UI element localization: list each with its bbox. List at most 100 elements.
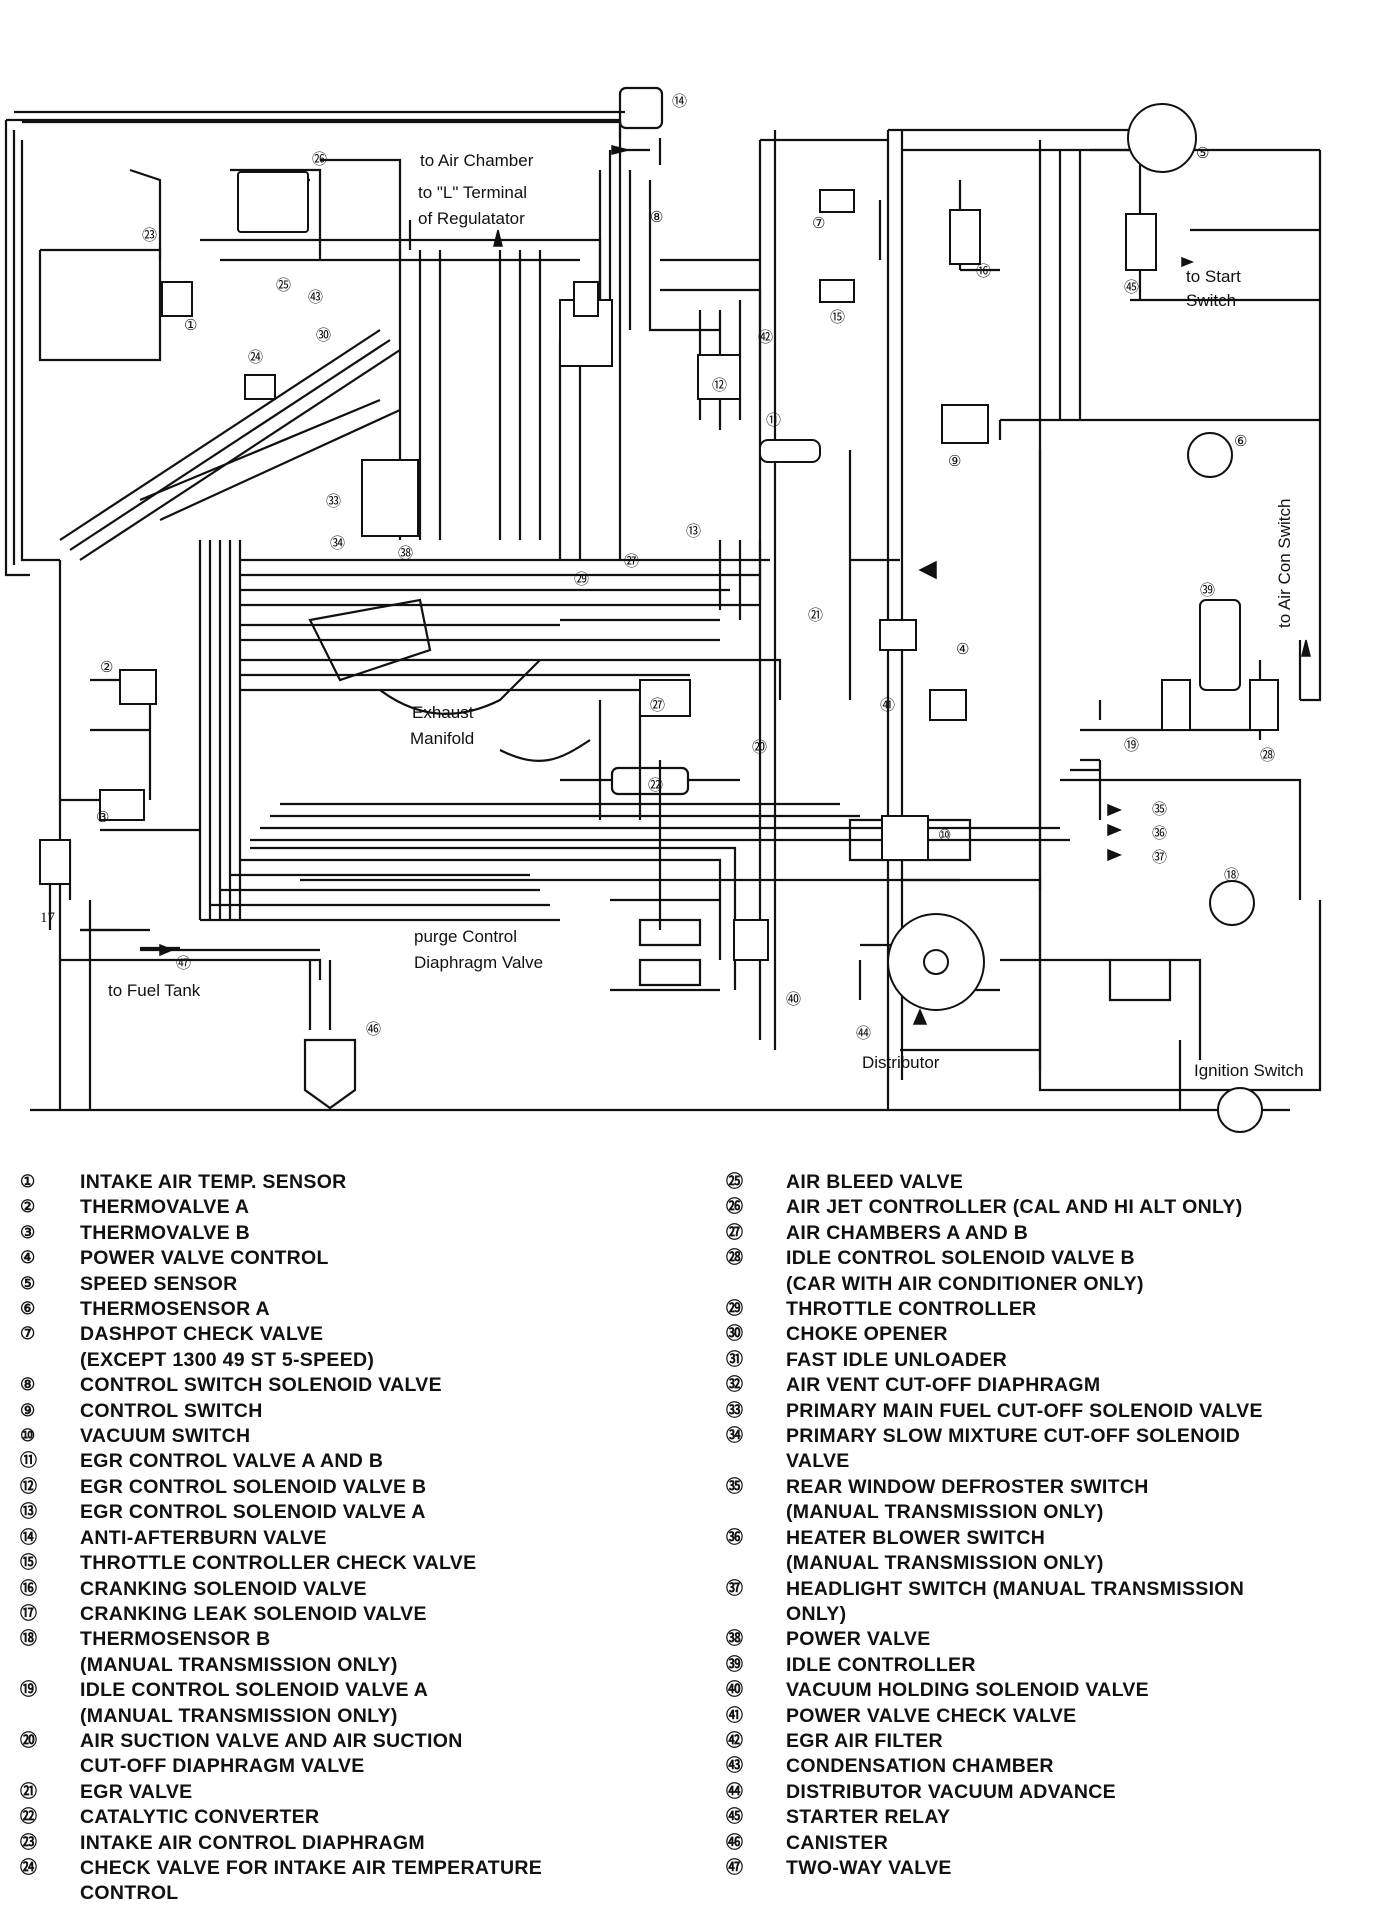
callout-to-start: to Start bbox=[1186, 267, 1241, 286]
egr-control-solenoid-b bbox=[697, 354, 741, 400]
legend-number: ㉔ bbox=[20, 1857, 38, 1878]
legend-number: ⑮ bbox=[20, 1553, 38, 1574]
legend-number: ⑧ bbox=[20, 1375, 36, 1396]
num-11: ⑪ bbox=[766, 412, 781, 429]
legend-item: ⑧ CONTROL SWITCH SOLENOID VALVE bbox=[16, 1373, 696, 1398]
legend-label: VACUUM SWITCH bbox=[80, 1425, 251, 1448]
num-36: ㊱ bbox=[1152, 825, 1167, 842]
num-13: ⑬ bbox=[686, 523, 701, 540]
callout-to-air-chamber: to Air Chamber bbox=[420, 151, 534, 170]
legend-label: EGR AIR FILTER bbox=[786, 1729, 943, 1752]
num-22: ㉒ bbox=[648, 777, 663, 794]
callout-of-regulator: of Regulatator bbox=[418, 209, 525, 228]
legend-label: HEATER BLOWER SWITCH (MANUAL TRANSMISSIO… bbox=[786, 1526, 1104, 1575]
idle-controller bbox=[1199, 599, 1241, 691]
thermosensor-a bbox=[1187, 432, 1233, 478]
num-39: ㊴ bbox=[1200, 582, 1215, 599]
callout-purge-control: purge Control bbox=[414, 927, 517, 946]
legend-number: ㉜ bbox=[726, 1375, 744, 1396]
callout-to-fuel-tank: to Fuel Tank bbox=[108, 981, 201, 1000]
legend-number: ㊻ bbox=[726, 1832, 744, 1853]
legend-number: ④ bbox=[20, 1248, 36, 1269]
legend-label: IDLE CONTROL SOLENOID VALVE A (MANUAL TR… bbox=[80, 1679, 429, 1727]
legend-item: ⑩ VACUUM SWITCH bbox=[16, 1424, 696, 1449]
air-jet-controller bbox=[237, 171, 309, 233]
legend-number: ㉞ bbox=[726, 1426, 744, 1447]
speed-sensor-gauge bbox=[1127, 103, 1197, 173]
legend-label: INTAKE AIR CONTROL DIAPHRAGM bbox=[80, 1831, 425, 1854]
num-17: 17 bbox=[40, 910, 56, 926]
legend-label: SPEED SENSOR bbox=[80, 1272, 238, 1295]
legend-number: ⑪ bbox=[20, 1451, 38, 1472]
callout-manifold: Manifold bbox=[410, 729, 474, 748]
legend-number: ㊹ bbox=[726, 1781, 744, 1802]
callout-switch: Switch bbox=[1186, 291, 1236, 310]
legend-number: ㉛ bbox=[726, 1349, 744, 1370]
num-25: ㉕ bbox=[276, 277, 291, 294]
legend-label: PRIMARY MAIN FUEL CUT-OFF SOLENOID VALVE bbox=[786, 1399, 1263, 1422]
legend-number: ㊶ bbox=[726, 1705, 744, 1726]
legend-label: ANTI-AFTERBURN VALVE bbox=[80, 1526, 327, 1549]
legend-number: ⑳ bbox=[20, 1730, 38, 1751]
legend-number: ② bbox=[20, 1197, 36, 1218]
num-20: ⑳ bbox=[752, 739, 767, 756]
legend-number: ㉒ bbox=[20, 1807, 38, 1828]
legend-label: THERMOSENSOR A bbox=[80, 1298, 270, 1321]
legend-label: TWO-WAY VALVE bbox=[786, 1856, 952, 1879]
air-chambers bbox=[639, 679, 691, 717]
num-23: ㉓ bbox=[142, 227, 157, 244]
legend-label: CHOKE OPENER bbox=[786, 1323, 948, 1346]
legend-label: CONTROL SWITCH SOLENOID VALVE bbox=[80, 1374, 442, 1397]
num-42: ㊷ bbox=[758, 329, 773, 346]
num-45: ㊺ bbox=[1124, 279, 1139, 296]
num-26: ㉖ bbox=[312, 151, 327, 168]
legend-label: EGR CONTROL SOLENOID VALVE A bbox=[80, 1501, 426, 1524]
legend-label: FAST IDLE UNLOADER bbox=[786, 1348, 1007, 1371]
legend-label: CONDENSATION CHAMBER bbox=[786, 1755, 1054, 1778]
num-16: ⑯ bbox=[976, 263, 991, 280]
legend-label: AIR JET CONTROLLER (CAL AND HI ALT ONLY) bbox=[786, 1196, 1243, 1219]
callout-to-l-terminal: to "L" Terminal bbox=[418, 183, 527, 202]
legend-number: ⑲ bbox=[20, 1680, 38, 1701]
control-switch bbox=[941, 404, 989, 444]
num-30: ㉚ bbox=[316, 327, 331, 344]
legend-number: ⑩ bbox=[20, 1426, 36, 1447]
legend-label: EGR CONTROL VALVE A AND B bbox=[80, 1450, 384, 1473]
legend-label: DASHPOT CHECK VALVE (EXCEPT 1300 49 ST 5… bbox=[80, 1323, 375, 1371]
num-14: ⑭ bbox=[672, 93, 687, 110]
legend-number: ⑱ bbox=[20, 1629, 38, 1650]
legend-item: ⑭ ANTI-AFTERBURN VALVE bbox=[16, 1526, 696, 1551]
legend-label: POWER VALVE CHECK VALVE bbox=[786, 1704, 1077, 1727]
num-27b: ㉗ bbox=[650, 697, 665, 714]
num-40: ㊵ bbox=[786, 991, 801, 1008]
thermosensor-b bbox=[1209, 880, 1255, 926]
legend-number: ⑭ bbox=[20, 1527, 38, 1548]
legend-label: CATALYTIC CONVERTER bbox=[80, 1806, 320, 1829]
legend-number: ㊳ bbox=[726, 1629, 744, 1650]
num-5: ⑤ bbox=[1196, 146, 1209, 162]
num-7: ⑦ bbox=[812, 216, 825, 232]
